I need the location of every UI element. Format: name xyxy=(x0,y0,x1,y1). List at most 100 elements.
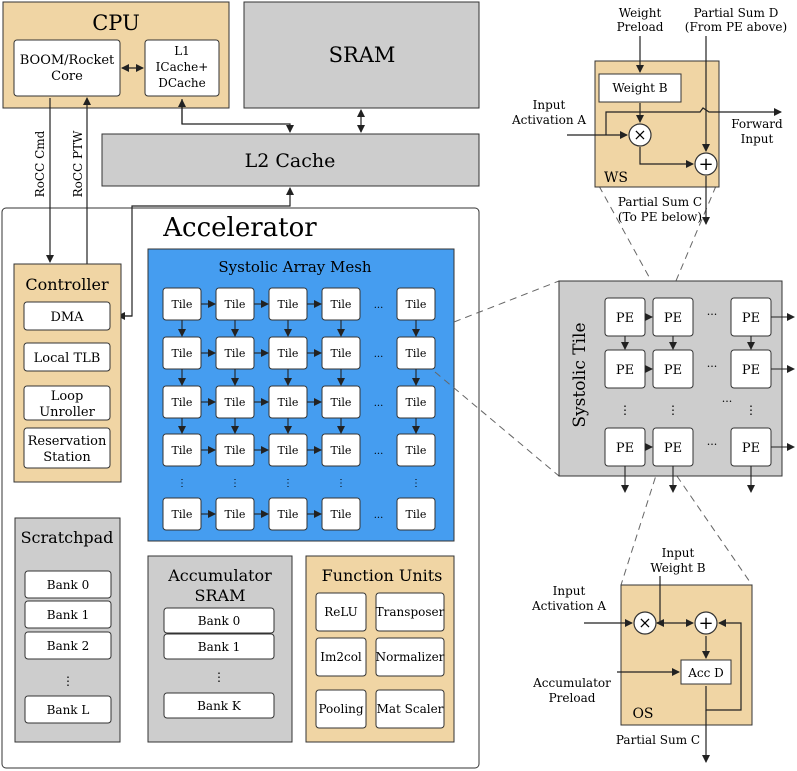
accumulator-bank xyxy=(163,633,275,660)
pe-label: PE xyxy=(616,441,634,456)
core-box xyxy=(13,39,121,97)
os-input-weight-line2: Weight B xyxy=(650,561,705,575)
mesh-tile-label: Tile xyxy=(225,396,246,409)
mesh-row-ellipsis: ... xyxy=(374,349,384,360)
weight-b-box xyxy=(598,73,682,103)
function-unit-label: Normalizer xyxy=(376,650,445,664)
ws-multiply-symbol: × xyxy=(633,125,646,144)
function-unit-box xyxy=(375,689,445,729)
mesh-row-ellipsis: ... xyxy=(374,398,384,409)
acc-d-label: Acc D xyxy=(687,666,724,680)
mesh-tile-label: Tile xyxy=(172,508,193,521)
mesh-tile-label: Tile xyxy=(331,396,352,409)
pe-label: PE xyxy=(616,363,634,378)
mesh-tile-label: Tile xyxy=(172,396,193,409)
partial-sum-d-line1: Partial Sum D xyxy=(694,6,779,20)
acc-preload-line2: Preload xyxy=(549,691,596,705)
function-unit-label: Transposer xyxy=(376,605,445,619)
pe-label: PE xyxy=(664,363,682,378)
l1-label-line2: ICache+ xyxy=(156,60,209,74)
partial-sum-d-line2: (From PE above) xyxy=(685,20,787,34)
l1-label-line1: L1 xyxy=(174,44,190,58)
partial-sum-c-line2: (To PE below) xyxy=(618,210,702,224)
accelerator-title: Accelerator xyxy=(162,213,317,243)
ws-multiply-icon xyxy=(628,123,652,147)
controller-item-label: DMA xyxy=(50,310,84,325)
os-input-activation-line2: Activation A xyxy=(531,599,606,613)
cpu-title: CPU xyxy=(92,11,140,35)
mesh-tile-label: Tile xyxy=(225,298,246,311)
function-unit-label: ReLU xyxy=(324,605,358,619)
mesh-tile-label: Tile xyxy=(406,508,427,521)
mesh-col-ellipsis: ⋮ xyxy=(283,478,293,489)
mesh-col-ellipsis: ⋮ xyxy=(411,478,421,489)
controller-item-box xyxy=(23,427,111,469)
controller-item-box xyxy=(23,342,111,372)
mesh-tile-label: Tile xyxy=(331,298,352,311)
controller-item-label: Loop xyxy=(51,389,84,404)
mesh-tile-label: Tile xyxy=(406,347,427,360)
scratchpad-title: Scratchpad xyxy=(21,528,114,547)
sram-block: SRAM xyxy=(243,1,480,109)
controller-item-label: Local TLB xyxy=(34,351,101,366)
weight-preload-line1: Weight xyxy=(619,6,662,20)
acc-d-box xyxy=(680,659,732,685)
mesh-row-ellipsis: ... xyxy=(374,510,384,521)
scratchpad-ellipsis: ⋮ xyxy=(62,674,74,688)
pe-col-ellipsis: ⋮ xyxy=(745,403,757,417)
os-multiply-symbol: × xyxy=(638,613,651,632)
scratchpad-bank-label: Bank 1 xyxy=(47,608,89,622)
mesh-tile-label: Tile xyxy=(406,396,427,409)
ws-add-symbol: + xyxy=(698,154,713,175)
function-unit-box xyxy=(315,637,367,677)
mesh-col-ellipsis: ⋮ xyxy=(230,478,240,489)
function-unit-box xyxy=(315,689,367,729)
weight-preload-line2: Preload xyxy=(617,20,664,34)
mesh-tile-label: Tile xyxy=(331,347,352,360)
mesh-tile xyxy=(321,433,361,467)
mesh-tile-label: Tile xyxy=(278,444,299,457)
mesh-tile-label: Tile xyxy=(225,444,246,457)
mesh-tile-label: Tile xyxy=(172,298,193,311)
forward-input-line1: Forward xyxy=(731,117,783,131)
zoom-lines xyxy=(434,185,753,586)
accumulator-bank-label: Bank 0 xyxy=(198,614,240,628)
forward-input-line2: Input xyxy=(741,132,774,146)
pe-label: PE xyxy=(742,363,760,378)
ws-pe-block: Weight B × + WS xyxy=(594,60,720,188)
ws-arrows xyxy=(567,36,782,225)
os-input-activation-line1: Input xyxy=(553,584,586,598)
pe-label: PE xyxy=(664,441,682,456)
scratchpad-bank-label: Bank 2 xyxy=(47,639,89,653)
mesh-tile-label: Tile xyxy=(278,396,299,409)
mesh-tile-label: Tile xyxy=(331,444,352,457)
function-unit-box xyxy=(375,637,445,677)
scratchpad-bank xyxy=(24,695,112,724)
partial-sum-c-line1: Partial Sum C xyxy=(618,195,702,209)
mesh-tile-label: Tile xyxy=(331,508,352,521)
l1-label-line3: DCache xyxy=(158,76,206,90)
ws-input-activation-line1: Input xyxy=(533,98,566,112)
ws-label: WS xyxy=(604,170,628,186)
pe-label: PE xyxy=(742,441,760,456)
mesh-row-ellipsis: ... xyxy=(374,446,384,457)
controller-item-label: Unroller xyxy=(39,405,95,420)
os-partial-sum-c: Partial Sum C xyxy=(616,733,700,747)
mesh-col-ellipsis: ⋮ xyxy=(177,478,187,489)
function-unit-label: Pooling xyxy=(318,702,363,716)
mesh-tile-label: Tile xyxy=(406,298,427,311)
pe-label: PE xyxy=(664,311,682,326)
pe-box xyxy=(652,349,694,389)
acc-preload-line1: Accumulator xyxy=(532,676,611,690)
function-unit-box xyxy=(375,592,445,632)
rocc-ptw-label: RoCC PTW xyxy=(71,130,85,198)
accumulator-title-line2: SRAM xyxy=(195,586,246,605)
ws-input-activation-line2: Activation A xyxy=(511,113,586,127)
mesh-col-ellipsis: ⋮ xyxy=(336,478,346,489)
mesh-tile xyxy=(396,433,436,467)
